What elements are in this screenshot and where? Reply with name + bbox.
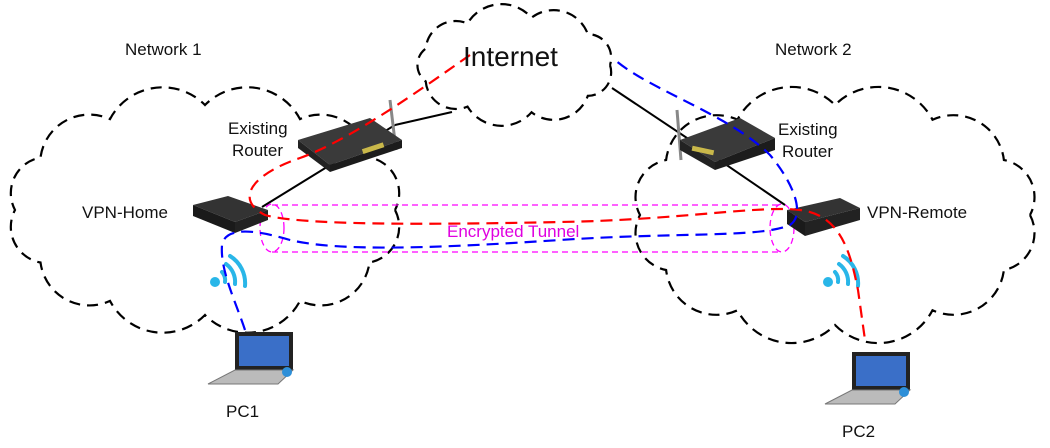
laptop-pc1: [207, 332, 295, 385]
vpn-remote-device: [787, 198, 860, 236]
vpn-home-device: [193, 196, 268, 233]
pc2-label: PC2: [842, 422, 876, 441]
wifi-icon: [210, 254, 248, 288]
encrypted-tunnel-label: Encrypted Tunnel: [447, 222, 580, 241]
vpn-remote-label: VPN-Remote: [867, 203, 968, 222]
network-2-cloud: [634, 85, 1036, 345]
link-internet-router2: [611, 87, 691, 141]
router-1-label-line1: Existing: [228, 119, 288, 138]
internet-label: Internet: [463, 41, 558, 72]
tunnel-end-left: [259, 203, 285, 253]
existing-router-1: [298, 99, 402, 172]
router-2-label-line1: Existing: [778, 120, 838, 139]
traffic-path-blue: [220, 59, 799, 331]
internet-cloud: [416, 3, 613, 127]
network-1-label: Network 1: [125, 40, 202, 59]
network-2-label: Network 2: [775, 40, 852, 59]
laptop-pc2: [824, 352, 912, 405]
traffic-path-red: [248, 54, 867, 341]
wifi-icon: [823, 254, 861, 288]
router-2-label-line2: Router: [782, 142, 834, 161]
router-1-label-line2: Router: [232, 141, 284, 160]
existing-router-2: [675, 109, 775, 170]
pc1-label: PC1: [226, 402, 260, 421]
network-1-cloud: [9, 86, 401, 334]
link-router1-internet: [394, 111, 453, 126]
vpn-home-label: VPN-Home: [82, 203, 168, 222]
